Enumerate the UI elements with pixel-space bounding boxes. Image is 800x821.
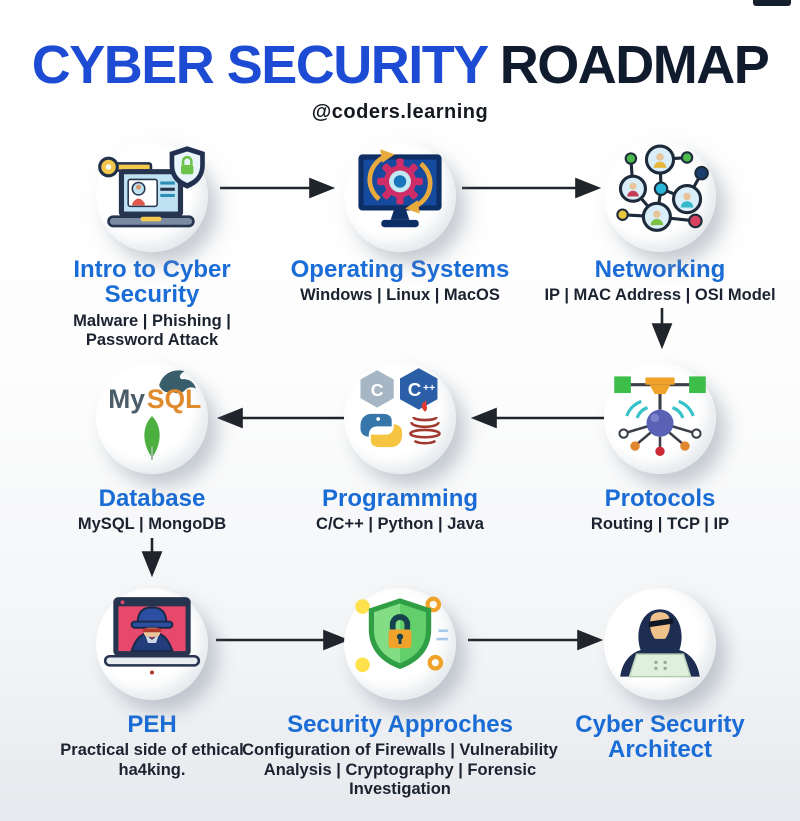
node-subtitle: MySQL | MongoDB bbox=[77, 515, 227, 534]
mysql-mongodb-icon: My SQL bbox=[108, 370, 201, 460]
cpp-logo-plus: ++ bbox=[423, 383, 435, 394]
node-networking: Networking IP | MAC Address | OSI Model bbox=[530, 140, 790, 306]
node-subtitle: Windows | Linux | MacOS bbox=[300, 286, 500, 305]
corner-decoration bbox=[753, 0, 791, 6]
code-languages-icon: C C ++ bbox=[360, 368, 441, 448]
page-title-secondary: ROADMAP bbox=[499, 35, 770, 95]
cpp-logo-letter: C bbox=[408, 379, 422, 400]
node-subtitle: IP | MAC Address | OSI Model bbox=[544, 286, 776, 305]
hooded-hacker-icon bbox=[620, 609, 700, 678]
network-hub-icon bbox=[614, 376, 706, 456]
node-peh: PEH Practical side of ethical ha4king. bbox=[32, 588, 272, 780]
node-title: Cyber Security Architect bbox=[575, 711, 745, 764]
node-title: Database bbox=[98, 485, 206, 512]
node-circle: C C ++ bbox=[344, 362, 456, 474]
node-circle bbox=[344, 588, 456, 700]
people-network-icon bbox=[616, 144, 709, 232]
node-programming: C C ++ Programming C/C++ | Python | Java bbox=[280, 362, 520, 535]
node-circle bbox=[604, 588, 716, 700]
node-title: Security Approches bbox=[287, 711, 513, 738]
node-circle: My SQL bbox=[96, 362, 208, 474]
node-intro-to-cyber-security: Intro to Cyber Security Malware | Phishi… bbox=[32, 140, 272, 351]
mysql-logo-sql: SQL bbox=[147, 384, 201, 414]
node-circle bbox=[344, 140, 456, 252]
node-circle bbox=[604, 362, 716, 474]
node-circle bbox=[96, 588, 208, 700]
shield-lock-icon bbox=[355, 596, 448, 673]
c-logo-letter: C bbox=[371, 380, 384, 400]
node-subtitle: C/C++ | Python | Java bbox=[316, 515, 484, 534]
mysql-logo-my: My bbox=[108, 384, 145, 414]
page-title-primary: CYBER SECURITY bbox=[31, 35, 490, 95]
node-subtitle: Practical side of ethical ha4king. bbox=[60, 741, 244, 779]
node-title: PEH bbox=[127, 711, 177, 738]
node-title: Operating Systems bbox=[290, 256, 510, 283]
node-title: Intro to Cyber Security bbox=[73, 256, 231, 309]
node-circle bbox=[96, 140, 208, 252]
node-database: My SQL Database MySQL | MongoDB bbox=[32, 362, 272, 535]
node-title: Protocols bbox=[604, 485, 716, 512]
node-cyber-security-architect: Cyber Security Architect bbox=[530, 588, 790, 763]
node-subtitle: Routing | TCP | IP bbox=[590, 515, 730, 534]
laptop-key-shield-icon bbox=[98, 146, 205, 228]
node-protocols: Protocols Routing | TCP | IP bbox=[530, 362, 790, 535]
node-circle bbox=[604, 140, 716, 252]
social-handle: @coders.learning bbox=[311, 101, 489, 123]
monitor-gear-icon bbox=[358, 149, 442, 228]
node-title: Networking bbox=[594, 256, 726, 283]
node-subtitle: Malware | Phishing | Password Attack bbox=[73, 311, 231, 350]
hacker-laptop-icon bbox=[103, 597, 201, 675]
node-title: Programming bbox=[321, 485, 479, 512]
node-security-approches: Security Approches Configuration of Fire… bbox=[225, 588, 575, 800]
node-subtitle: Configuration of Firewalls | Vulnerabili… bbox=[242, 741, 558, 799]
node-operating-systems: Operating Systems Windows | Linux | MacO… bbox=[280, 140, 520, 306]
